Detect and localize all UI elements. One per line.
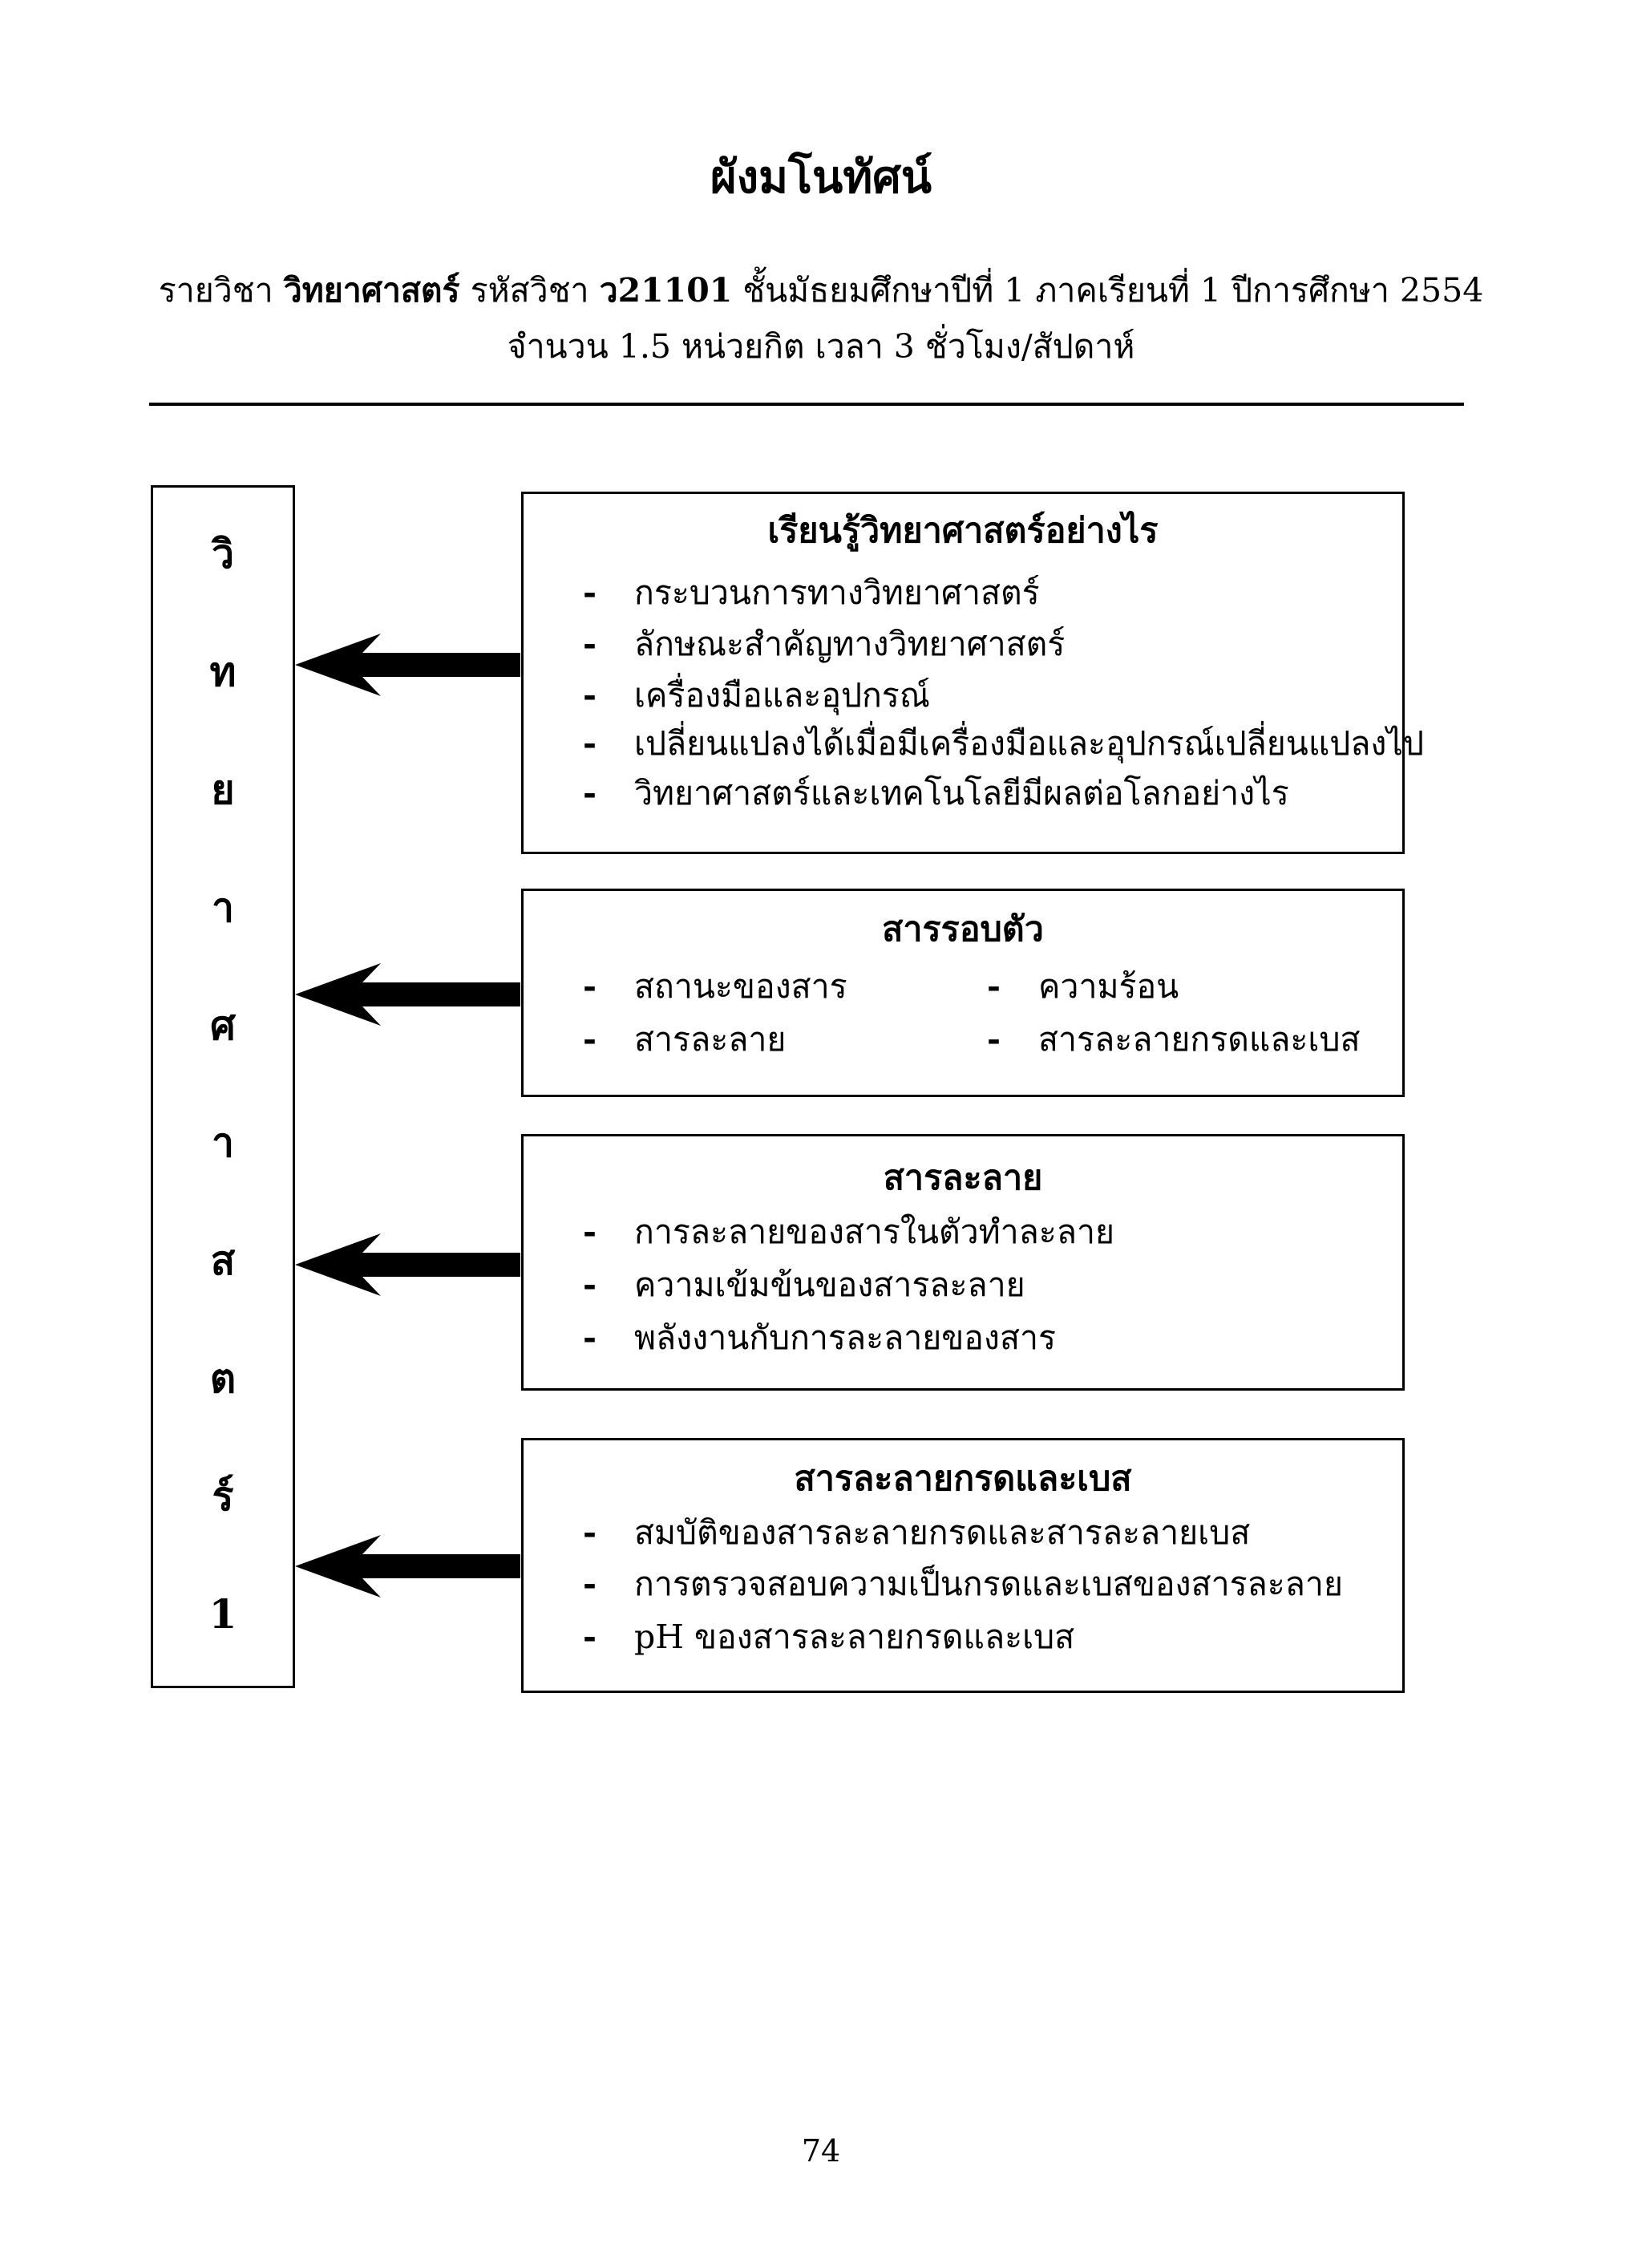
page-number: 74 [801,2133,841,2169]
dash-marker: - [583,573,597,612]
bullet-item-label: พลังงานกับการละลายของสาร [634,1318,1057,1357]
left-arrow-icon [295,633,520,697]
bullet-item-label: กระบวนการทางวิทยาศาสตร์ [634,573,1040,612]
bullet-item-label: ความเข้มข้นของสารละลาย [634,1266,1025,1304]
bullet-item-label: สารละลายกรดและเบส [1038,1020,1361,1059]
dash-marker: - [583,1020,597,1059]
bullet-item: -สถานะของสาร [583,967,847,1006]
course-label: รายวิชา [158,271,273,310]
bullet-item: - การตรวจสอบความเป็นกรดและเบสของสารละลาย [583,1565,1383,1603]
bullet-item-label: pH ของสารละลายกรดและเบส [634,1618,1075,1656]
left-arrow-icon [295,962,520,1027]
dash-marker: - [987,967,1001,1006]
topic-box-title: สารรอบตัว [882,909,1044,950]
dash-marker: - [583,774,597,812]
topic-box-acid-base-solutions: สารละลายกรดและเบส - สมบัติของสารละลายกรด… [521,1438,1405,1693]
spine-char: วิ [211,530,235,577]
bullet-item: - ความเข้มข้นของสารละลาย [583,1266,1383,1304]
dash-marker: - [583,625,597,663]
header-divider-rule [149,403,1464,406]
bullet-item-label: การตรวจสอบความเป็นกรดและเบสของสารละลาย [634,1565,1343,1603]
spine-char: ย [211,765,235,813]
spine-char: ต [209,1355,237,1403]
dash-marker: - [583,676,597,715]
subject-spine-box: วิ ท ย า ศ า ส ต ร์ 1 [151,485,295,1688]
bullet-item: - สมบัติของสารละลายกรดและสารละลายเบส [583,1513,1383,1552]
dash-marker: - [987,1020,1001,1059]
dash-marker: - [583,967,597,1006]
bullet-item-row: -สถานะของสาร -ความร้อน [583,967,1383,1008]
bullet-item: - กระบวนการทางวิทยาศาสตร์ [583,573,1383,612]
bullet-item-label: สมบัติของสารละลายกรดและสารละลายเบส [634,1513,1251,1552]
bullet-item-label: สารละลาย [634,1020,787,1059]
dash-marker: - [583,1513,597,1552]
spine-char: า [211,883,235,931]
spine-char: ส [210,1237,236,1285]
bullet-item-label: ความร้อน [1038,967,1179,1006]
bullet-item-label: การละลายของสารในตัวทำละลาย [634,1213,1114,1251]
bullet-item: - พลังงานกับการละลายของสาร [583,1318,1383,1357]
bullet-item-label: เครื่องมือและอุปกรณ์ [634,676,930,715]
bullet-item-label: สถานะของสาร [634,967,847,1006]
bullet-item: - เครื่องมือและอุปกรณ์ [583,676,1383,715]
bullet-item: -สารละลาย [583,1020,787,1059]
spine-char: ร์ [212,1472,234,1520]
bullet-item: - วิทยาศาสตร์และเทคโนโลยีมีผลต่อโลกอย่าง… [583,774,1383,812]
spine-char: 1 [208,1590,237,1638]
spine-char: า [211,1119,235,1167]
bullet-item: - เปลี่ยนแปลงได้เมื่อมีเครื่องมือและอุปก… [583,724,1424,763]
left-arrow-icon [295,1233,520,1297]
topic-box-title: เรียนรู้วิทยาศาสตร์อย่างไร [767,511,1159,551]
left-arrow-icon [295,1534,520,1598]
course-info-line-1: รายวิชา วิทยาศาสตร์ รหัสวิชา ว21101 ชั้น… [0,271,1642,310]
bullet-item-label: ลักษณะสำคัญทางวิทยาศาสตร์ [634,625,1066,663]
course-subject: วิทยาศาสตร์ [283,271,460,310]
dash-marker: - [583,1565,597,1603]
bullet-item: - การละลายของสารในตัวทำละลาย [583,1213,1383,1251]
dash-marker: - [583,1213,597,1251]
topic-box-how-to-learn-science: เรียนรู้วิทยาศาสตร์อย่างไร - กระบวนการทา… [521,492,1424,854]
bullet-item-label: เปลี่ยนแปลงได้เมื่อมีเครื่องมือและอุปกรณ… [634,724,1425,763]
spine-char: ท [209,647,237,695]
bullet-item: -สารละลายกรดและเบส [987,1020,1361,1059]
course-code-label: รหัสวิชา [470,271,589,310]
topic-box-title: สารละลาย [883,1158,1043,1198]
bullet-item-row: -สารละลาย -สารละลายกรดและเบส [583,1020,1383,1061]
dash-marker: - [583,724,597,763]
spine-char: ศ [210,1001,236,1049]
dash-marker: - [583,1266,597,1304]
course-code: ว21101 [599,271,733,310]
bullet-item: - ลักษณะสำคัญทางวิทยาศาสตร์ [583,625,1383,663]
page-title: ผังมโนทัศน์ [710,151,932,204]
course-info-line-2: จำนวน 1.5 หน่วยกิต เวลา 3 ชั่วโมง/สัปดาห… [507,327,1135,366]
bullet-item-label: วิทยาศาสตร์และเทคโนโลยีมีผลต่อโลกอย่างไร [634,774,1289,812]
bullet-item: -ความร้อน [987,967,1179,1006]
course-grade-term: ชั้นมัธยมศึกษาปีที่ 1 ภาคเรียนที่ 1 ปีกา… [742,271,1484,310]
bullet-item: - pH ของสารละลายกรดและเบส [583,1618,1383,1656]
topic-box-solutions: สารละลาย - การละลายของสารในตัวทำละลาย - … [521,1134,1405,1391]
topic-box-title: สารละลายกรดและเบส [794,1459,1132,1499]
dash-marker: - [583,1318,597,1357]
topic-box-substances-around-us: สารรอบตัว -สถานะของสาร -ความร้อน -สารละล… [521,889,1405,1097]
dash-marker: - [583,1618,597,1656]
